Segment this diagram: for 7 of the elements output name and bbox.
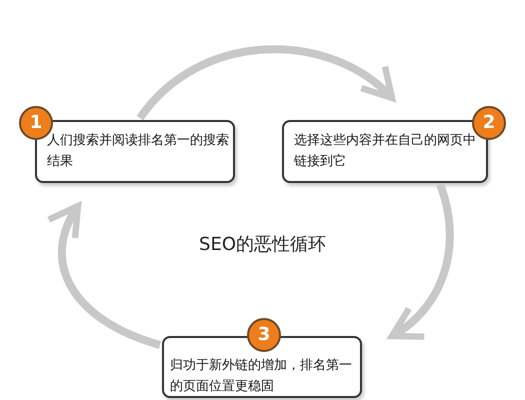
number-badge: 1 xyxy=(19,106,53,140)
step-text: 归功于新外链的增加，排名第一的页面位置更稳固 xyxy=(170,357,353,396)
number-badge: 3 xyxy=(247,318,281,352)
curved-arrow xyxy=(388,182,454,340)
center-title: SEO的恶性循环 xyxy=(198,233,327,256)
curved-arrow xyxy=(136,46,396,121)
curved-arrow xyxy=(46,202,162,349)
